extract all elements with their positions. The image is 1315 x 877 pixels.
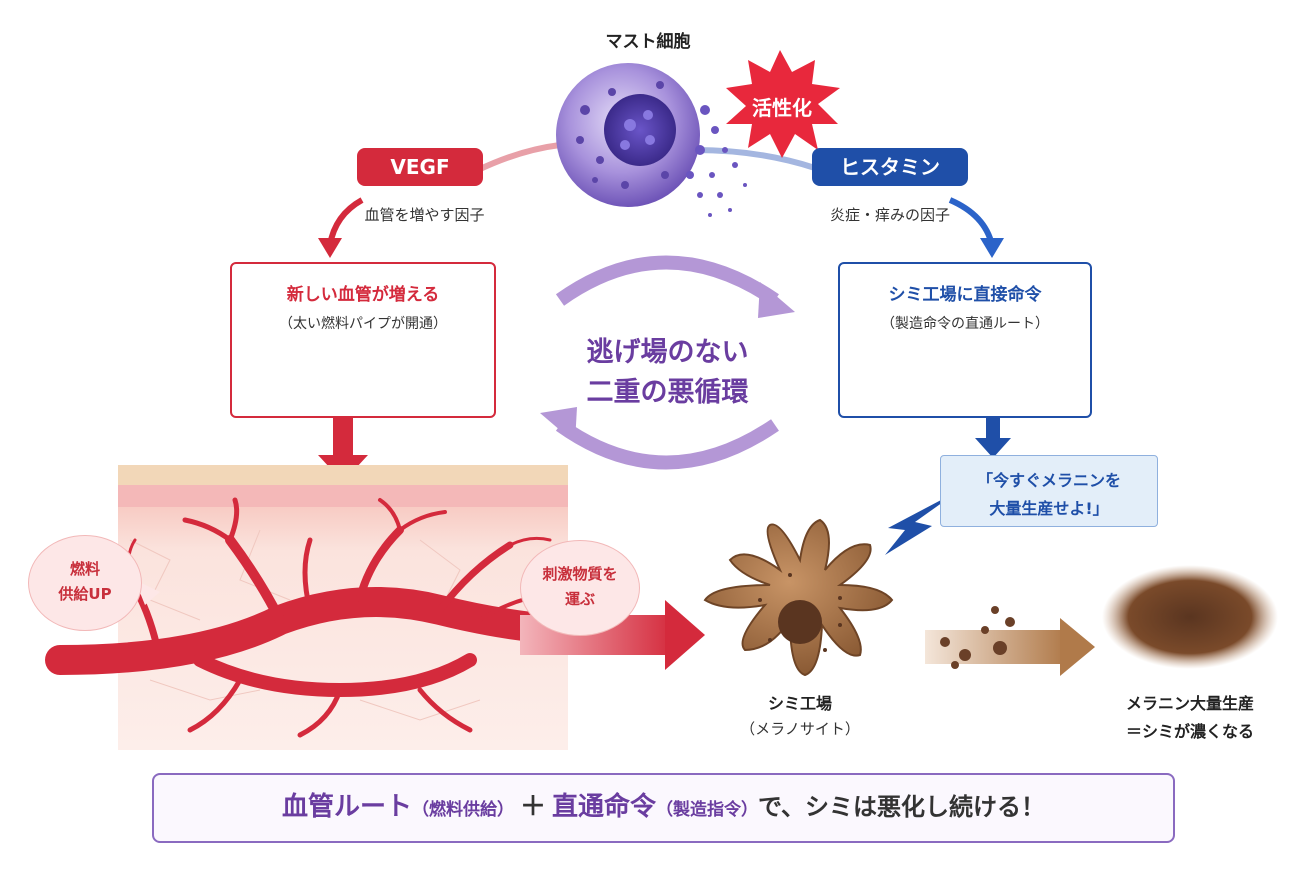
melanocyte-sub: （メラノサイト） [740,720,860,738]
mast-cell-title: マスト細胞 [605,32,691,52]
vessel-network [45,497,575,738]
histamine-caption: 炎症・痒みの因子 [829,206,950,224]
activation-label: 活性化 [752,96,812,120]
irritant-line1: 刺激物質を [542,565,618,583]
activation-burst [726,50,840,158]
histamine-pill: ヒスタミン [812,148,968,186]
fuel-line1: 燃料 [69,560,100,578]
summary-vessel-route: 血管ルート [281,792,412,822]
vegf-label: VEGF [390,155,450,179]
histamine-label: ヒスタミン [840,155,940,179]
command-line1: 「今すぐメラニンを [976,471,1121,490]
vicious-cycle-line1: 逃げ場のない [586,337,749,368]
melanocyte-name: シミ工場 [767,694,832,713]
fuel-line2: 供給UP [58,585,112,603]
melanin-line1: メラニン大量生産 [1125,694,1254,713]
summary-production-note: （製造指令） [656,800,758,820]
command-line2: 大量生産せよ!」 [989,499,1109,518]
command-bubble: 「今すぐメラニンを 大量生産せよ!」 [940,455,1158,527]
irritant-line2: 運ぶ [564,590,595,608]
summary-fuel-note: （燃料供給） [411,800,514,820]
vegf-pill: VEGF [357,148,483,186]
summary-direct-command: 直通命令 [551,792,656,822]
melanocyte-graphic [703,518,894,677]
vicious-cycle-line2: 二重の悪循環 [586,377,749,408]
irritant-bubble: 刺激物質を 運ぶ [520,540,640,636]
summary-plus: ＋ [519,792,546,822]
pigment-spot [1102,565,1278,669]
mast-cell-graphic [556,63,747,217]
new-vessels-subtitle: （太い燃料パイプが開通） [279,316,447,332]
factory-command-box: シミ工場に直接命令 （製造命令の直通ルート） [838,262,1092,418]
summary-conclusion: で、シミは悪化し続ける！ [758,793,1046,821]
factory-command-subtitle: （製造命令の直通ルート） [881,316,1049,332]
summary-banner: 血管ルート（燃料供給）＋直通命令（製造指令）で、シミは悪化し続ける！ [152,773,1175,843]
factory-command-title: シミ工場に直接命令 [888,285,1042,305]
fuel-supply-bubble: 燃料 供給UP [28,535,142,631]
new-vessels-title: 新しい血管が増える [286,285,440,305]
melanin-line2: ＝シミが濃くなる [1125,722,1254,741]
new-vessels-box: 新しい血管が増える （太い燃料パイプが開通） [230,262,496,418]
vegf-caption: 血管を増やす因子 [364,206,485,224]
